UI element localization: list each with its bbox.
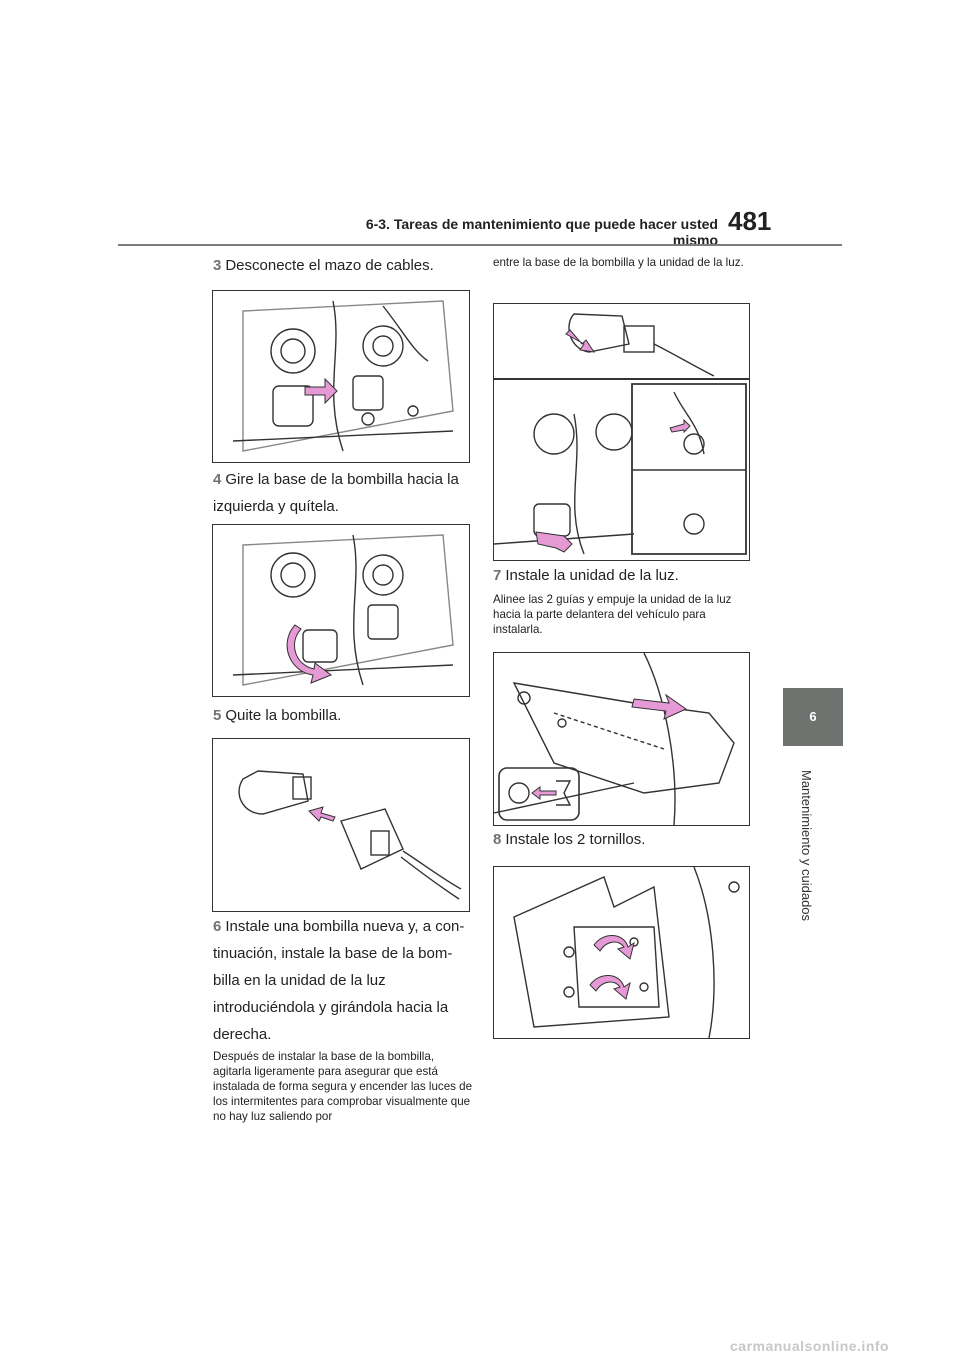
step-text: Instale una bombilla nueva y, a con-tinu… — [213, 918, 465, 1043]
step-text: Quite la bombilla. — [225, 707, 342, 724]
figure-disconnect-harness — [212, 290, 470, 463]
step-7-note: Alinee las 2 guías y empuje la unidad de… — [493, 593, 732, 636]
figure-remove-bulb — [212, 738, 470, 912]
step-number: 3 — [213, 257, 222, 274]
light-unit-illustration — [494, 653, 735, 825]
figure-install-bulb — [493, 303, 750, 561]
chapter-label: Mantenimiento y cuidados — [799, 770, 814, 922]
arrow-icon — [304, 377, 338, 405]
step-6-note-continued: entre la base de la bombilla y la unidad… — [493, 256, 744, 269]
rotate-arrow-icon — [286, 624, 333, 684]
figure-install-screws — [493, 866, 750, 1039]
arrow-icon — [669, 418, 691, 434]
arrow-icon — [308, 806, 336, 822]
arrow-icon — [593, 935, 635, 960]
arrow-icon — [565, 329, 596, 353]
page-number: 481 — [728, 206, 772, 236]
step-number: 8 — [493, 831, 502, 848]
screws-illustration — [513, 867, 740, 1038]
chapter-tab: 6 — [783, 688, 843, 746]
figure-rotate-socket — [212, 524, 470, 697]
arrow-icon — [531, 786, 557, 800]
step-text: Instale los 2 tornillos. — [505, 831, 646, 848]
step-number: 5 — [213, 707, 222, 724]
header-divider — [118, 244, 842, 246]
arrow-icon — [535, 531, 573, 553]
step-6-note: Después de instalar la base de la bombil… — [213, 1050, 473, 1123]
arrow-icon — [631, 693, 688, 720]
step-text: Instale la unidad de la luz. — [505, 567, 679, 584]
harness-illustration — [232, 300, 454, 452]
bulb-illustration — [238, 770, 462, 900]
step-text: Desconecte el mazo de cables. — [225, 257, 434, 274]
socket-illustration — [232, 534, 454, 686]
install-bulb-illustration — [494, 313, 749, 555]
arrow-icon — [589, 975, 631, 1000]
step-number: 4 — [213, 471, 222, 488]
step-number: 7 — [493, 567, 502, 584]
watermark: carmanualsonline.info — [730, 1338, 890, 1354]
step-number: 6 — [213, 918, 222, 935]
step-text: Gire la base de la bombilla hacia la izq… — [213, 471, 459, 515]
figure-install-light-unit — [493, 652, 750, 826]
